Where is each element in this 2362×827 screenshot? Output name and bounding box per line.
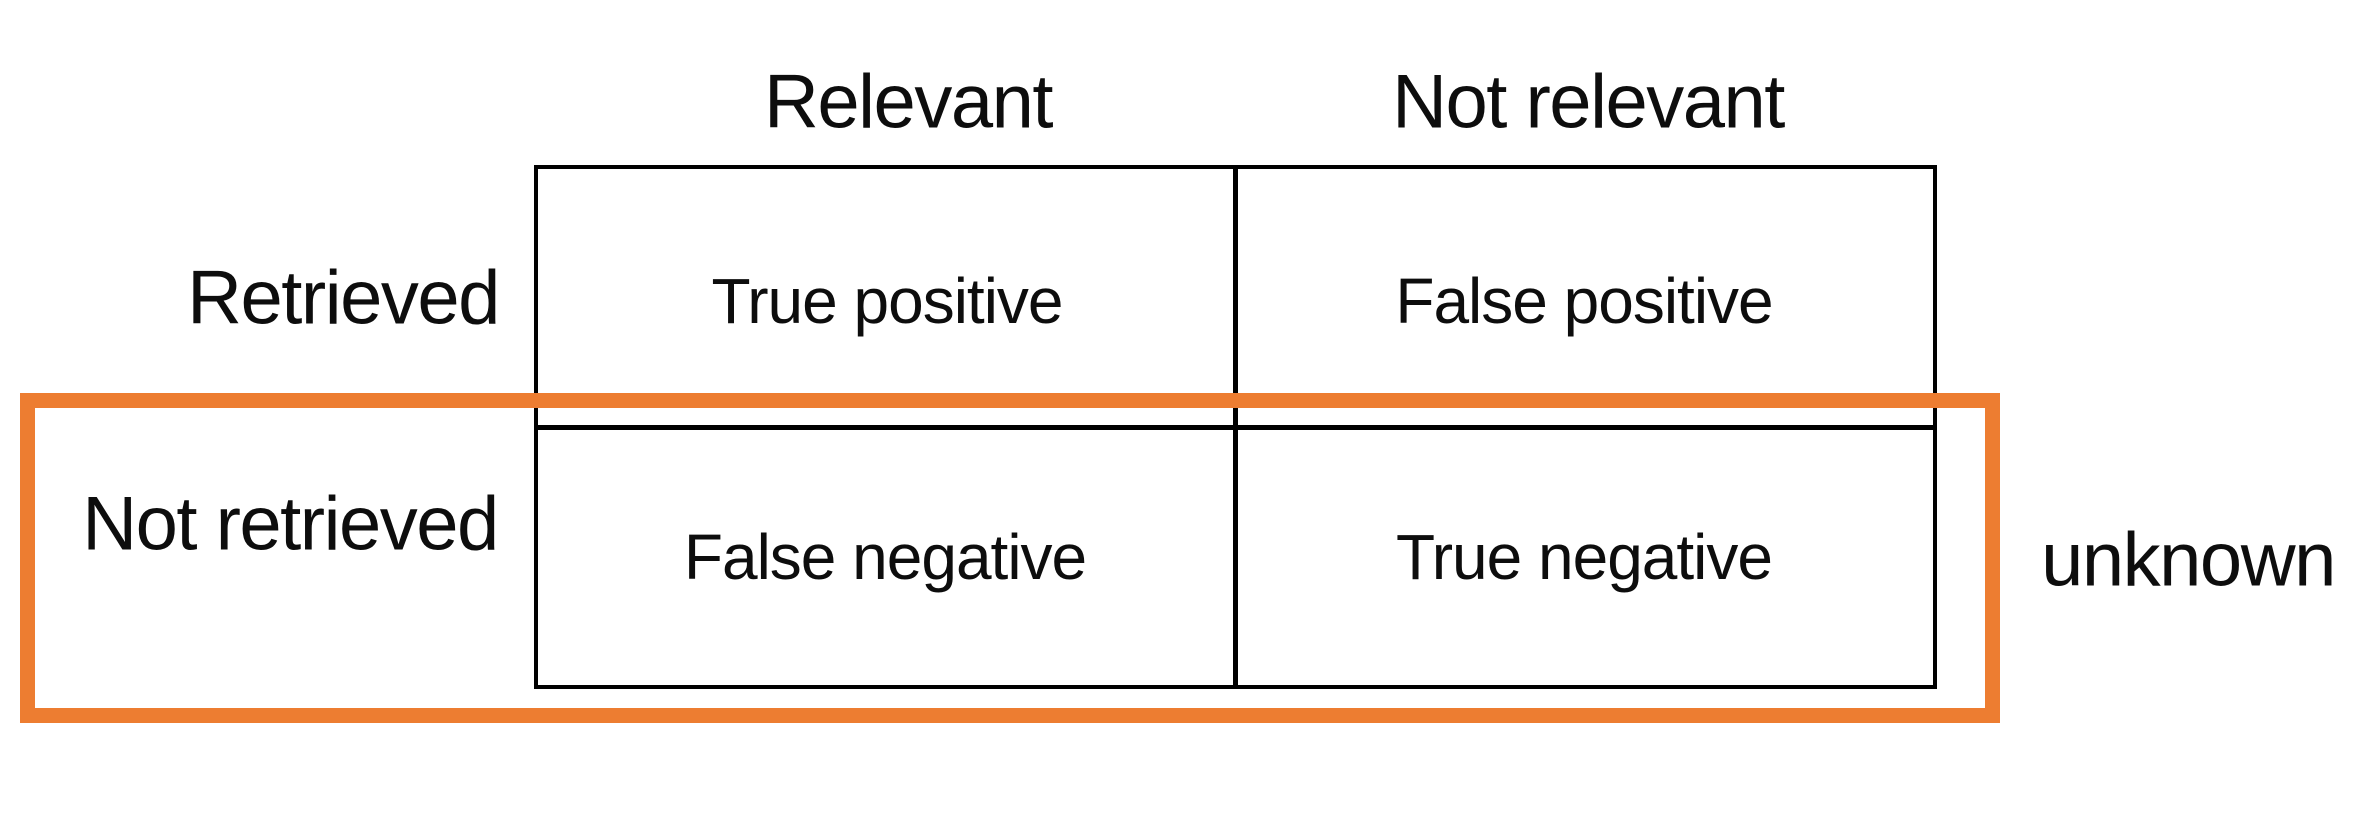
cell-true-negative: True negative [1396,521,1773,593]
row-label-retrieved: Retrieved [187,255,500,341]
highlight-rectangle [20,393,2000,723]
col-header-not-relevant: Not relevant [1392,59,1785,145]
row-label-not-retrieved: Not retrieved [82,481,499,567]
unknown-label: unknown [2041,517,2336,603]
cell-false-positive: False positive [1395,265,1773,337]
cell-false-negative: False negative [683,521,1087,593]
col-header-relevant: Relevant [764,59,1053,145]
cell-true-positive: True positive [711,265,1064,337]
row2-top-border-line [534,425,1937,430]
